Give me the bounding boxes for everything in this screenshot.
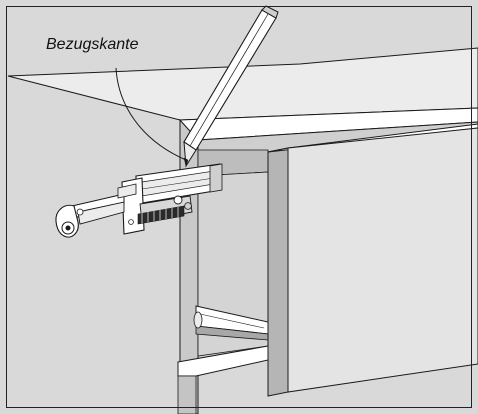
spring-icon — [137, 205, 185, 225]
frame-border — [6, 6, 472, 408]
drawer-slide-bracket-icon — [55, 163, 223, 238]
reference-edge-label: Bezugskante — [46, 36, 139, 53]
runner-rail-icon — [193, 305, 269, 341]
drawer-front-side — [267, 147, 289, 397]
pencil-icon — [183, 5, 279, 168]
cabinet-lower-rail-face — [177, 375, 197, 414]
cabinet-lower-rail — [177, 345, 269, 377]
drawer-front-face — [287, 127, 478, 393]
cabinet-top-surface — [7, 47, 478, 121]
callout-leader-line — [115, 67, 187, 161]
